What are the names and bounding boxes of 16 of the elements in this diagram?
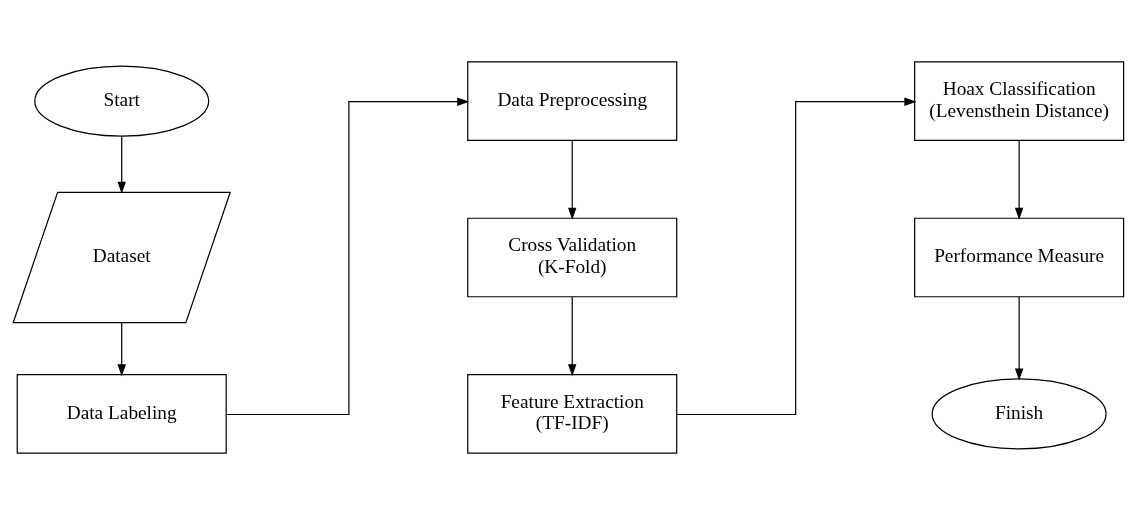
node-box: Data Labeling [16,374,227,454]
node-box: Performance Measure [914,217,1125,298]
node-box: Feature Extraction (TF-IDF) [467,374,678,454]
arrow [568,139,577,220]
arrow [117,322,126,377]
arrow [568,296,577,377]
node-box: Data Preprocessing [467,61,678,141]
arrow [225,97,470,416]
node-box: Hoax Classification (Levensthein Distance) [914,61,1125,141]
arrow [676,97,917,416]
arrow [117,135,126,194]
node-ellipse: Start [34,65,210,137]
node-ellipse: Finish [931,378,1107,450]
node-box: Cross Validation (K-Fold) [467,217,678,298]
arrow [1014,139,1024,220]
arrow [1014,296,1024,381]
